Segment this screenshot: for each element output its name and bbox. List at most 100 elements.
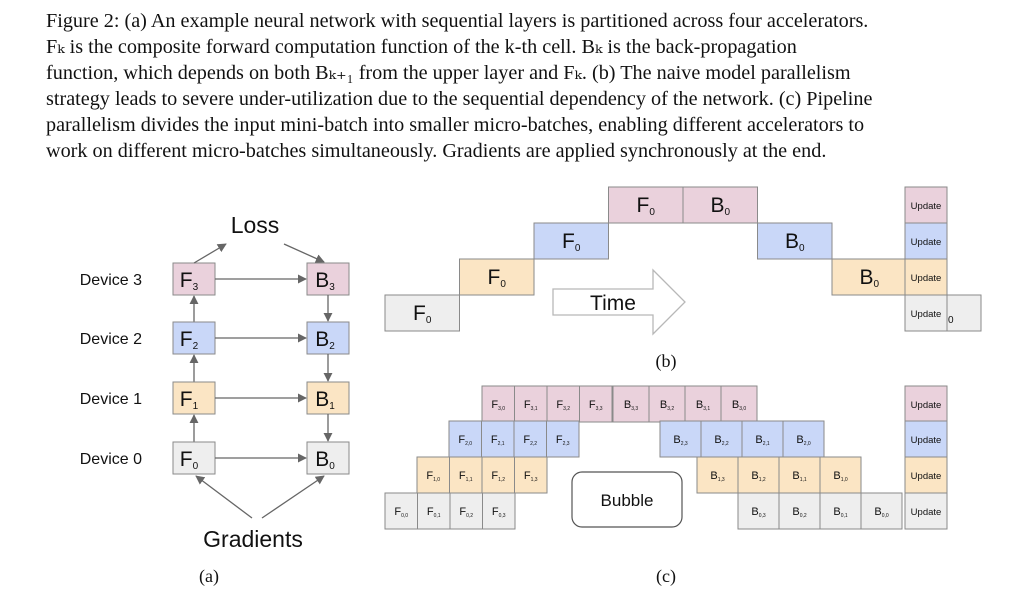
naive-block-label: F0 <box>488 266 507 290</box>
pipeline-forward-label: F3,1 <box>524 399 538 412</box>
pipeline-forward-label: F0,1 <box>427 506 441 519</box>
pipeline-forward-label: F2,0 <box>458 434 472 447</box>
backward-cell <box>306 262 350 296</box>
pipeline-forward-block <box>482 492 516 530</box>
caption-line: Figure 2: (a) An example neural network … <box>46 10 869 32</box>
pipeline-forward-label: F2,2 <box>523 434 537 447</box>
device-label: Device 1 <box>80 391 142 408</box>
naive-block-label: F0 <box>637 194 656 218</box>
update-block <box>904 222 948 260</box>
pipeline-forward-block <box>481 420 515 458</box>
panel-a-label: (a) <box>199 566 219 587</box>
update-block <box>904 456 948 494</box>
panel-c-label: (c) <box>656 566 676 587</box>
pipeline-backward-label: B1,2 <box>751 470 766 483</box>
update-block <box>904 420 948 458</box>
pipeline-forward-label: F0,3 <box>492 506 506 519</box>
pipeline-backward-label: B0,2 <box>792 506 807 519</box>
naive-block-label: F0 <box>413 302 432 326</box>
pipeline-backward-label: B2,2 <box>714 434 729 447</box>
backward-cell <box>306 321 350 355</box>
pipeline-forward-label: F0,2 <box>459 506 473 519</box>
update-label: Update <box>911 201 942 212</box>
pipeline-forward-label: F2,1 <box>491 434 505 447</box>
pipeline-backward-block <box>648 385 686 423</box>
pipeline-forward-block <box>481 456 515 494</box>
backward-cell-label: B2 <box>315 328 335 352</box>
pipeline-forward-block <box>546 420 580 458</box>
pipeline-backward-label: B3,3 <box>624 399 639 412</box>
pipeline-forward-block <box>514 385 548 423</box>
backward-cell <box>306 441 350 475</box>
update-label: Update <box>911 471 942 482</box>
panel-b-naive-parallelism: F0F0F0F0B0B0B0B0UpdateUpdateUpdateUpdate… <box>384 186 982 372</box>
pipeline-backward-label: B3,1 <box>696 399 711 412</box>
from-loss-arrow <box>283 243 325 263</box>
naive-compute-block <box>608 186 684 224</box>
naive-compute-block <box>682 186 758 224</box>
forward-cell-label: F1 <box>180 388 199 412</box>
time-arrow-icon <box>552 268 686 336</box>
pipeline-forward-block <box>416 456 450 494</box>
gradient-arrow-forward <box>195 475 253 519</box>
device-label: Device 0 <box>80 451 142 468</box>
pipeline-backward-label: B2,1 <box>755 434 770 447</box>
pipeline-forward-block <box>449 492 483 530</box>
naive-compute-block <box>384 294 460 332</box>
naive-block-label: F0 <box>562 230 581 254</box>
forward-cell <box>172 441 216 475</box>
update-block <box>904 294 948 332</box>
pipeline-backward-block <box>696 456 739 494</box>
pipeline-forward-block <box>384 492 418 530</box>
pipeline-backward-label: B0,3 <box>751 506 766 519</box>
caption-line: Fₖ is the composite forward computation … <box>46 36 797 58</box>
pipeline-backward-label: B1,1 <box>792 470 807 483</box>
update-label: Update <box>911 507 942 518</box>
pipeline-forward-block <box>417 492 451 530</box>
pipeline-backward-block <box>778 456 821 494</box>
update-block <box>904 385 948 423</box>
update-block <box>904 492 948 530</box>
naive-block-label: B0 <box>710 194 730 218</box>
pipeline-backward-label: B1,3 <box>710 470 725 483</box>
pipeline-backward-label: B0,1 <box>833 506 848 519</box>
bubble-region <box>571 471 683 528</box>
loss-label: Loss <box>231 212 280 238</box>
backward-cell <box>306 381 350 415</box>
pipeline-forward-label: F3,2 <box>556 399 570 412</box>
naive-compute-block <box>459 258 535 296</box>
naive-compute-block <box>831 258 907 296</box>
device-label: Device 3 <box>80 272 142 289</box>
pipeline-backward-block <box>659 420 702 458</box>
pipeline-backward-label: B3,0 <box>732 399 747 412</box>
pipeline-backward-block <box>819 456 862 494</box>
pipeline-forward-block <box>546 385 580 423</box>
pipeline-backward-block <box>720 385 758 423</box>
gradient-arrow-backward <box>261 475 325 519</box>
gradients-label: Gradients <box>203 526 303 552</box>
forward-cell-label: F2 <box>180 328 199 352</box>
caption-line: strategy leads to severe under-utilizati… <box>46 88 873 110</box>
update-label: Update <box>911 273 942 284</box>
update-block <box>904 186 948 224</box>
panel-b-label: (b) <box>656 351 677 372</box>
time-label: Time <box>590 292 636 315</box>
pipeline-forward-label: F1,0 <box>426 470 440 483</box>
pipeline-forward-block <box>481 385 515 423</box>
pipeline-backward-label: B3,2 <box>660 399 675 412</box>
update-block <box>904 258 948 296</box>
update-label: Update <box>911 237 942 248</box>
pipeline-forward-label: F1,3 <box>524 470 538 483</box>
backward-cell-label: B0 <box>315 448 335 472</box>
pipeline-forward-label: F3,3 <box>589 399 603 412</box>
bubble-label: Bubble <box>601 491 654 510</box>
update-label: Update <box>911 400 942 411</box>
pipeline-forward-label: F1,2 <box>491 470 505 483</box>
update-label: Update <box>911 309 942 320</box>
pipeline-forward-block <box>514 456 548 494</box>
pipeline-forward-block <box>448 420 482 458</box>
pipeline-backward-block <box>700 420 743 458</box>
pipeline-backward-block <box>860 492 903 530</box>
